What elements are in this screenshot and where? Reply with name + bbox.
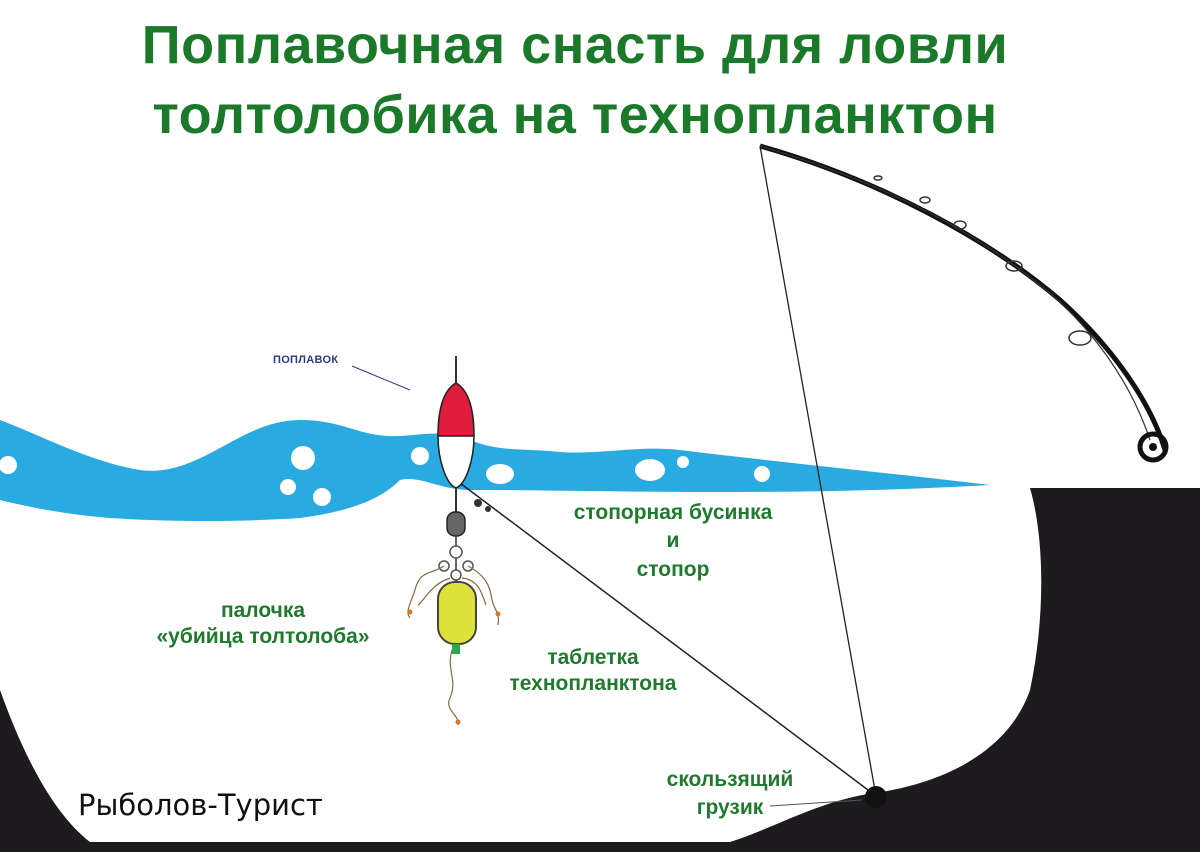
stopper-bead-2 <box>485 506 491 512</box>
stopper-label-line-2: и <box>666 529 680 553</box>
title-line-2: толтолобика на технопланктон <box>152 85 998 145</box>
stopper-label: стопорная бусинка и стопор <box>548 500 798 583</box>
sinker-pointer-line <box>769 799 863 807</box>
tablet-clip <box>452 644 460 654</box>
water-bubbles <box>0 446 770 506</box>
stopper-label-line-3: стопор <box>636 557 710 581</box>
stick-label-line-2: «убийца толтолоба» <box>156 625 370 649</box>
watermark: Рыболов-Турист <box>78 788 323 822</box>
tablet-icon <box>437 581 477 645</box>
stopper-bead <box>474 499 482 507</box>
sinker-icon <box>865 786 887 808</box>
tablet-label: таблетка технопланктона <box>478 645 708 698</box>
title-line-1: Поплавочная снасть для ловли <box>141 15 1009 75</box>
main-line <box>455 479 877 797</box>
fishing-rod-icon <box>759 143 1168 451</box>
stick-label: палочка «убийца толтолоба» <box>128 598 398 651</box>
reel-icon <box>1137 431 1169 463</box>
stick-label-line-1: палочка <box>220 599 306 622</box>
tablet-label-line-1: таблетка <box>547 646 639 669</box>
float-pointer-line <box>351 365 411 391</box>
float-label: ПОПЛАВОК <box>273 354 339 366</box>
sinker-label-line-2: грузик <box>696 796 764 820</box>
sinker-label-line-1: скользящий <box>666 768 794 791</box>
sinker-label: скользящий грузик <box>640 767 820 822</box>
shore-bottom <box>0 488 1200 852</box>
stopper-label-line-1: стопорная бусинка <box>573 501 773 524</box>
rod-line <box>759 145 877 797</box>
tablet-label-line-2: технопланктона <box>509 672 677 696</box>
stick-killer-rig <box>407 511 501 726</box>
float-icon <box>437 356 475 515</box>
